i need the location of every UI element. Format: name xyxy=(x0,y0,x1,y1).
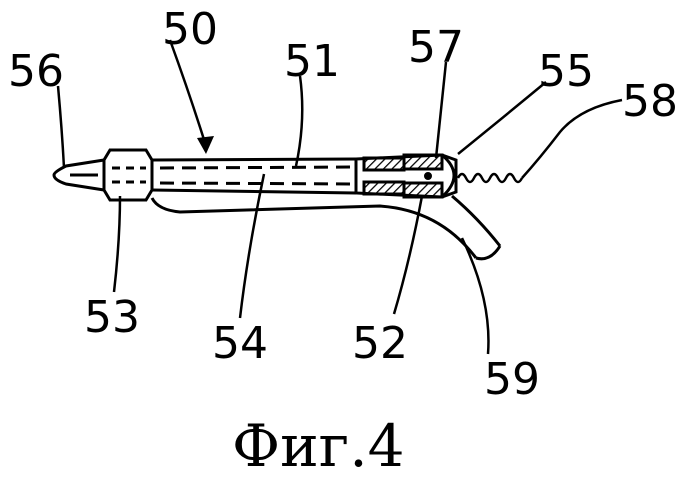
leader-56 xyxy=(58,86,64,168)
leader-55 xyxy=(458,82,546,154)
leader-50 xyxy=(170,40,206,146)
leader-52 xyxy=(394,196,422,314)
label-56: 56 xyxy=(8,46,64,97)
handle-base-53 xyxy=(104,150,152,200)
figure-caption: Фиг.4 xyxy=(232,412,405,480)
tube-body-51 xyxy=(152,159,356,193)
wire-58 xyxy=(458,100,622,182)
reference-numerals: 56 50 51 57 55 58 53 54 52 59 xyxy=(8,4,678,405)
label-52: 52 xyxy=(352,318,408,369)
label-55: 55 xyxy=(538,46,594,97)
leader-51 xyxy=(296,76,302,166)
label-54: 54 xyxy=(212,318,268,369)
leader-57 xyxy=(436,62,446,158)
label-53: 53 xyxy=(84,292,140,343)
leader-54 xyxy=(240,174,264,318)
leader-53 xyxy=(114,196,120,292)
tip-56 xyxy=(54,160,104,190)
label-51: 51 xyxy=(284,36,340,87)
label-57: 57 xyxy=(408,22,464,73)
arrowhead-50 xyxy=(197,136,214,154)
label-50: 50 xyxy=(162,4,218,55)
clip-59 xyxy=(152,196,500,259)
label-58: 58 xyxy=(622,76,678,127)
label-59: 59 xyxy=(484,354,540,405)
connector-52 xyxy=(356,155,456,197)
